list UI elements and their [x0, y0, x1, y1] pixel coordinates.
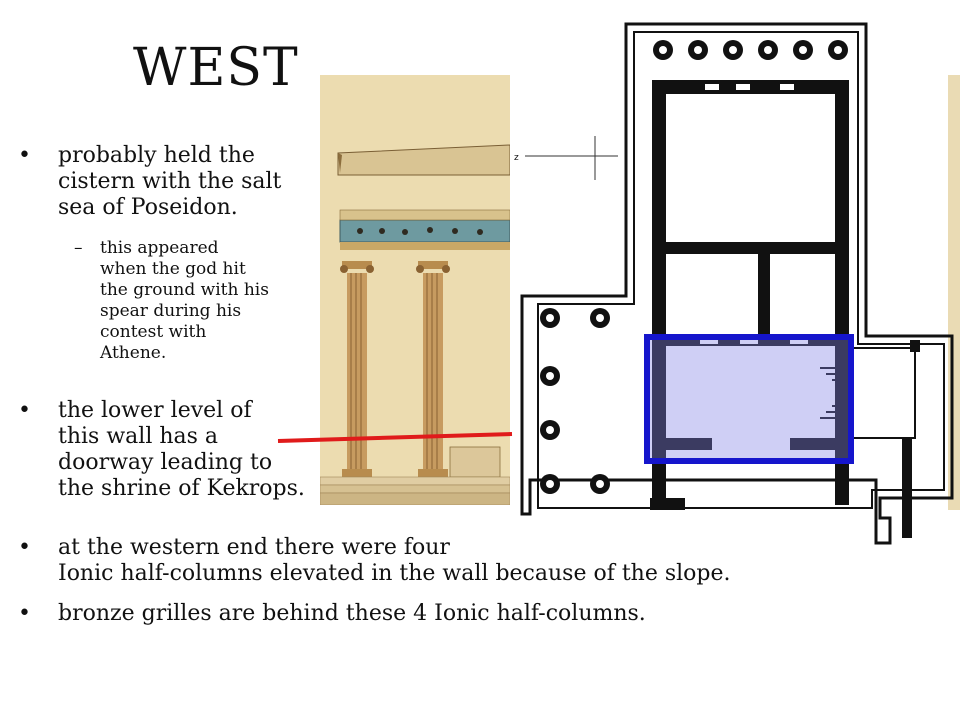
bullet-2-line-1: the lower level of: [58, 398, 252, 423]
sub-bullet: – this appeared when the god hit the gro…: [74, 238, 269, 364]
sub-bullet-line-5: contest with: [100, 322, 207, 342]
west-elevation-illustration: [320, 75, 510, 505]
bullet-3-line-1: at the western end there were four: [58, 535, 450, 560]
bullet-3-line-2: Ionic half-columns elevated in the wall …: [58, 561, 731, 586]
floor-plan: z: [500, 18, 955, 548]
sub-bullet-line-4: spear during his: [100, 301, 242, 321]
west-porch-columns: [540, 308, 610, 494]
bullet-marker: •: [18, 601, 31, 626]
bullet-2: • the lower level of this wall has a doo…: [18, 398, 305, 502]
bullet-1-line-1: probably held the: [58, 143, 255, 168]
plan-drawing: z: [514, 22, 954, 545]
highlight-box: [644, 334, 854, 464]
north-porch-columns: [653, 40, 848, 60]
bullet-4-line-1: bronze grilles are behind these 4 Ionic …: [58, 601, 646, 626]
bullet-3: • at the western end there were four Ion…: [18, 535, 731, 587]
bullet-1: • probably held the cistern with the sal…: [18, 143, 282, 221]
slide-title: WEST: [133, 38, 299, 98]
sub-bullet-line-3: the ground with his: [100, 280, 269, 300]
bullet-2-line-3: doorway leading to: [58, 450, 273, 475]
bullet-1-line-2: cistern with the salt: [58, 169, 282, 194]
bullet-4: • bronze grilles are behind these 4 Ioni…: [18, 601, 646, 627]
north-label: z: [514, 153, 519, 163]
bullet-2-line-2: this wall has a: [58, 424, 219, 449]
bullet-1-line-3: sea of Poseidon.: [58, 195, 238, 220]
sub-bullet-line-6: Athene.: [100, 343, 167, 363]
sub-bullet-line-2: when the god hit: [100, 259, 246, 279]
bullet-2-line-4: the shrine of Kekrops.: [58, 476, 305, 501]
bullet-marker: •: [18, 143, 31, 168]
bullet-marker: •: [18, 535, 31, 560]
dash-marker: –: [74, 238, 83, 258]
bullet-marker: •: [18, 398, 31, 423]
red-indicator-line: [277, 432, 513, 443]
sub-bullet-line-1: this appeared: [100, 238, 219, 258]
